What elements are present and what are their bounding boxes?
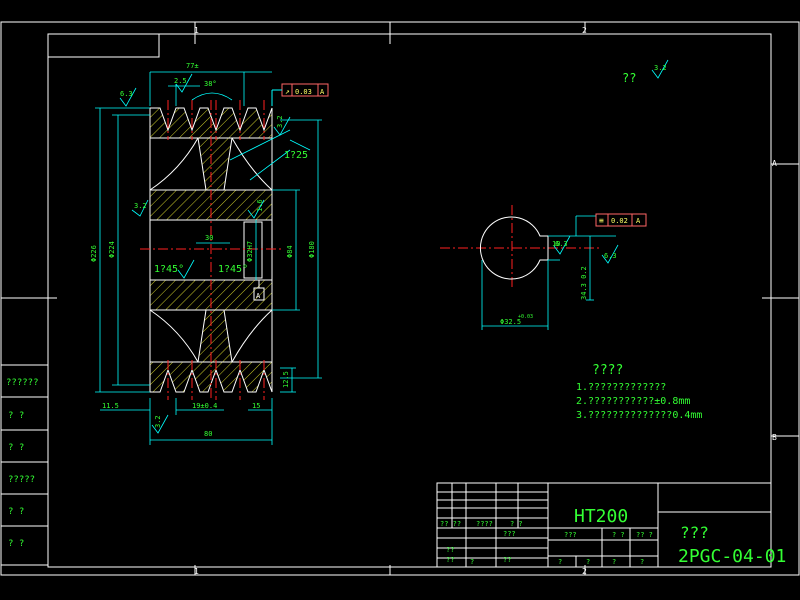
web-roughness-label: 3.2: [134, 202, 147, 210]
keyway-section-view: ≡ 0.02 A 10 34.3 0.2 Φ32.5 +0.03 6.3 6.3: [480, 213, 647, 330]
pulley-dimension-lines: [95, 71, 322, 445]
technical-notes: ???? 1.????????????? 2.???????????±0.8mm…: [576, 363, 702, 421]
draft-angle-label: 1?25: [284, 150, 308, 161]
title-cell: ?? ??: [440, 520, 461, 528]
groove-spacing-label: 19±0.4: [192, 402, 217, 410]
outer-dia-label: Φ226: [90, 245, 98, 262]
left-strip-label: ? ?: [8, 507, 24, 517]
part-name-label: ???: [680, 523, 709, 542]
title-block: [436, 482, 772, 568]
pitch-dia-label: Φ224: [108, 241, 116, 258]
keyway-width-label: 10: [552, 240, 560, 248]
groove-pitch-label: 77±: [186, 62, 199, 70]
chamfer-left-label: 1?45°: [154, 264, 184, 275]
left-strip-label: ? ?: [8, 443, 24, 453]
title-cell: ? ?: [612, 531, 625, 539]
keyway-roughness-b: 6.3: [604, 252, 617, 260]
general-roughness: ?? 3.2: [622, 64, 667, 85]
web-upper-section: [197, 137, 233, 191]
title-cell: ????: [476, 520, 493, 528]
title-cell: ?: [612, 558, 616, 566]
chamfer-right-label: 1?45°: [218, 264, 248, 275]
left-strip-label: ? ?: [8, 411, 24, 421]
roughness-label: 6.3: [120, 90, 133, 98]
overall-width-label: 80: [204, 430, 212, 438]
keyway-depth-label: 34.3 0.2: [580, 266, 588, 300]
groove-angle-label: 38°: [204, 80, 217, 88]
runout-datum: A: [320, 88, 325, 96]
left-strip-labels: ?????? ? ? ? ? ????? ? ? ? ?: [6, 378, 39, 549]
general-roughness-value: 3.2: [654, 64, 667, 72]
symmetry-value: 0.02: [611, 217, 628, 225]
keyway-roughness-a: 6.3: [555, 240, 568, 248]
grid-ref-bottom-1: 1: [194, 567, 199, 576]
datum-label: A: [256, 292, 261, 300]
note-line: 2.???????????±0.8mm: [576, 396, 690, 407]
pulley-dimension-text: 6.3 2.5 77± 38° 3.2 3.2 1.6 30 Φ32H7 Φ84…: [90, 62, 316, 438]
grid-ref-bottom-2: 2: [582, 567, 587, 576]
title-cell: ??: [503, 556, 511, 564]
keyway-slot: [243, 221, 263, 279]
title-cell: ?: [640, 558, 644, 566]
runout-value: 0.03: [295, 88, 312, 96]
datum-marker: A: [253, 280, 265, 301]
bore-roughness-label: 1.6: [256, 199, 264, 212]
edge-dist-label: 11.5: [102, 402, 119, 410]
left-strip-label: ??????: [6, 378, 39, 388]
grid-ref-right-b: B: [772, 433, 777, 442]
drawing-number-label: 2PGC-04-01: [678, 546, 786, 567]
note-line: 3.??????????????0.4mm: [576, 410, 702, 421]
grid-ref-top-2: 2: [582, 26, 587, 35]
title-cell: ?: [586, 558, 590, 566]
left-strip-label: ?????: [8, 475, 35, 485]
title-cell: ?? ?: [636, 531, 653, 539]
title-cell: ??: [446, 546, 454, 554]
hub-dia-label: Φ84: [286, 245, 294, 258]
title-cell: ? ?: [510, 520, 523, 528]
title-cell: ??: [446, 556, 454, 564]
groove-offset-label: 2.5: [174, 77, 187, 85]
title-cell: ???: [503, 530, 516, 538]
keyway-bore-tol: +0.03: [518, 314, 533, 320]
title-cell: ?: [470, 558, 474, 566]
drawing-frame: [0, 21, 800, 576]
grid-references: 1 2 1 2 A B: [194, 26, 777, 576]
roughness-symbols: [119, 59, 669, 434]
pulley-large-text: 1?25 1?45° 1?45°: [154, 150, 308, 275]
bore-dia-label: Φ32H7: [246, 241, 254, 262]
bottom-roughness-label: 3.2: [154, 415, 162, 428]
hub-width-label: 30: [205, 234, 213, 242]
rim-roughness-label: 3.2: [276, 115, 284, 128]
notes-title: ????: [592, 363, 623, 378]
title-cell: ???: [564, 531, 577, 539]
svg-text:↗: ↗: [285, 87, 290, 96]
note-line: 1.?????????????: [576, 382, 666, 393]
runout-tolerance-frame: ↗ 0.03 A: [271, 83, 329, 106]
left-strip-label: ? ?: [8, 539, 24, 549]
symmetry-datum: A: [636, 217, 641, 225]
inner-dia-label: Φ180: [308, 241, 316, 258]
keyway-bore-label: Φ32.5: [500, 318, 521, 326]
grid-ref-top-1: 1: [194, 26, 199, 35]
svg-text:≡: ≡: [599, 216, 604, 225]
edge-width-label: 15: [252, 402, 260, 410]
center-lines: [140, 100, 600, 400]
material-label: HT200: [574, 506, 628, 527]
general-roughness-label: ??: [622, 71, 636, 85]
title-cell: ?: [558, 558, 562, 566]
web-lower-section: [197, 309, 233, 363]
title-block-text: HT200 ??? 2PGC-04-01 ?? ?? ???? ? ? ??? …: [440, 506, 786, 567]
grid-ref-right-a: A: [772, 159, 777, 168]
groove-depth-label: 12.5: [282, 371, 290, 388]
